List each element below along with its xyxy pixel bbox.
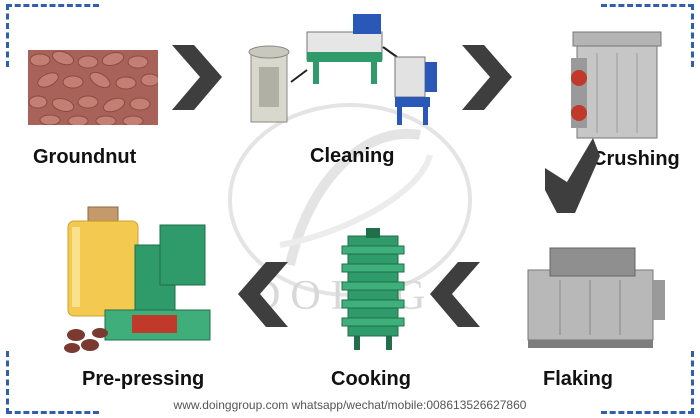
step-label-flaking: Flaking: [543, 368, 614, 390]
frame-corner-top-left: [6, 4, 99, 67]
groundnut-image: [28, 50, 158, 125]
frame-corner-bottom-right: [601, 351, 694, 414]
step-label-cooking: Cooking: [331, 368, 411, 390]
arrow-right-icon: [462, 45, 512, 110]
frame-corner-bottom-left: [6, 351, 99, 414]
pre-pressing-image: [64, 206, 211, 353]
cooking-machine-image: [341, 228, 405, 350]
step-label-cleaning: Cleaning: [310, 145, 395, 167]
arrow-left-icon: [430, 262, 480, 327]
frame-corner-top-right: [601, 4, 694, 67]
cleaning-machines-image: [248, 14, 437, 125]
arrow-down-icon: [545, 138, 600, 213]
step-label-pre-pressing: Pre-pressing: [82, 368, 205, 390]
arrow-left-icon: [238, 262, 288, 327]
arrow-right-icon: [172, 45, 222, 110]
step-label-groundnut: Groundnut: [33, 146, 137, 168]
contact-footer: www.doinggroup.com whatsapp/wechat/mobil…: [173, 398, 527, 412]
crushing-machine-image: [571, 31, 662, 139]
step-label-crushing: Crushing: [592, 148, 680, 170]
flaking-machine-image: [527, 247, 665, 348]
